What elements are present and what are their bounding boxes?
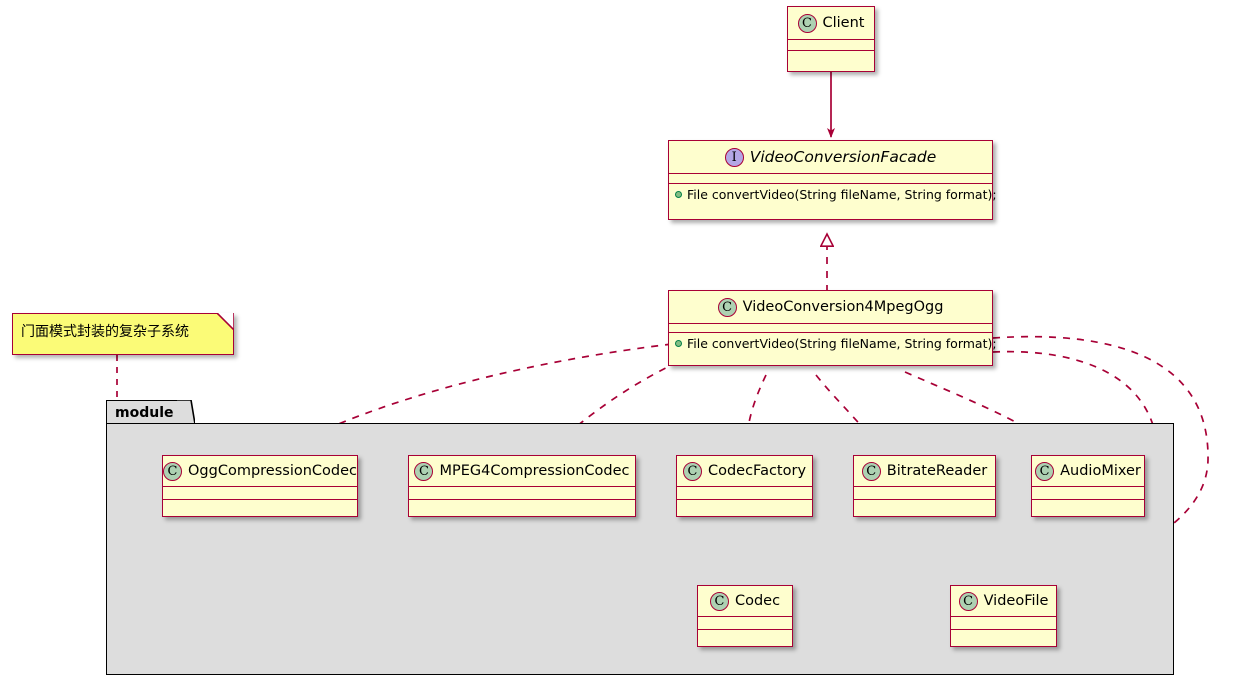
package-tab-slant (177, 400, 195, 424)
attributes-compartment (788, 40, 874, 50)
class-node-header: C OggCompressionCodec (163, 456, 357, 486)
compartment-divider (163, 499, 357, 500)
operations-compartment (951, 630, 1056, 642)
class-node-videoconversion4mpegogg[interactable]: C VideoConversion4MpegOgg File convertVi… (668, 290, 997, 366)
operations-compartment: File convertVideo(String fileName, Strin… (669, 333, 997, 355)
compartment-divider (677, 499, 812, 500)
operations-compartment: File convertVideo(String fileName, Strin… (669, 184, 997, 206)
package-label: module (115, 404, 174, 421)
class-node-videofile[interactable]: C VideoFile (950, 585, 1057, 647)
operation-row: File convertVideo(String fileName, Strin… (675, 187, 997, 202)
class-node-header: C Client (788, 7, 874, 39)
public-visibility-icon (675, 340, 682, 347)
attributes-compartment (163, 487, 357, 499)
class-node-bitratereader[interactable]: C BitrateReader (853, 455, 996, 517)
class-icon: C (414, 461, 434, 481)
attributes-compartment (677, 487, 812, 499)
class-name: Client (822, 15, 865, 31)
public-visibility-icon (675, 191, 682, 198)
class-icon: C (682, 461, 702, 481)
class-node-header: C MPEG4CompressionCodec (409, 456, 635, 486)
attributes-compartment (409, 487, 635, 499)
class-icon: C (861, 461, 881, 481)
package-tab: module (106, 400, 178, 424)
attributes-compartment (669, 324, 992, 332)
class-icon: C (163, 461, 182, 481)
class-name: Codec (734, 593, 781, 609)
operation-row: File convertVideo(String fileName, Strin… (675, 336, 997, 351)
operations-compartment (698, 630, 792, 642)
class-node-mpeg4compressioncodec[interactable]: C MPEG4CompressionCodec (408, 455, 636, 517)
compartment-divider (409, 499, 635, 500)
class-node-audiomixer[interactable]: C AudioMixer (1031, 455, 1145, 517)
operations-compartment (409, 500, 635, 512)
attributes-compartment (854, 487, 995, 499)
compartment-divider (788, 39, 874, 40)
operations-compartment (1032, 500, 1144, 512)
class-name: BitrateReader (886, 463, 988, 479)
interface-icon: I (724, 147, 744, 167)
class-node-client[interactable]: C Client (787, 6, 875, 72)
compartment-divider (698, 629, 792, 630)
interface-node-videoconversionfacade[interactable]: I VideoConversionFacade File convertVide… (668, 140, 997, 220)
interface-node-header: I VideoConversionFacade (669, 141, 992, 173)
class-name: VideoFile (983, 593, 1049, 609)
attributes-compartment (951, 617, 1056, 629)
class-node-oggcompressioncodec[interactable]: C OggCompressionCodec (162, 455, 358, 517)
class-name: CodecFactory (707, 463, 807, 479)
class-node-header: C VideoConversion4MpegOgg (669, 291, 992, 323)
compartment-divider (669, 323, 992, 324)
class-icon: C (958, 591, 978, 611)
compartment-divider (677, 486, 812, 487)
compartment-divider (669, 183, 992, 184)
note-fold-icon (217, 313, 234, 330)
note-subsystem: 门面模式封装的复杂子系统 (12, 313, 234, 355)
attributes-compartment (669, 174, 992, 183)
class-icon: C (717, 297, 737, 317)
class-node-header: C Codec (698, 586, 792, 616)
operation-signature: File convertVideo(String fileName, Strin… (687, 336, 997, 351)
operations-compartment (677, 500, 812, 512)
operations-compartment (854, 500, 995, 512)
class-name: VideoConversion4MpegOgg (742, 299, 944, 315)
interface-name: VideoConversionFacade (749, 148, 937, 166)
class-node-codecfactory[interactable]: C CodecFactory (676, 455, 813, 517)
class-node-header: C BitrateReader (854, 456, 995, 486)
operations-compartment (788, 51, 874, 61)
compartment-divider (669, 173, 992, 174)
compartment-divider (951, 616, 1056, 617)
compartment-divider (669, 332, 992, 333)
operations-compartment (163, 500, 357, 512)
operation-signature: File convertVideo(String fileName, Strin… (687, 187, 997, 202)
class-node-header: C VideoFile (951, 586, 1056, 616)
compartment-divider (163, 486, 357, 487)
class-name: OggCompressionCodec (188, 463, 358, 479)
compartment-divider (788, 50, 874, 51)
class-icon: C (709, 591, 729, 611)
attributes-compartment (1032, 487, 1144, 499)
compartment-divider (698, 616, 792, 617)
attributes-compartment (698, 617, 792, 629)
class-node-codec[interactable]: C Codec (697, 585, 793, 647)
compartment-divider (409, 486, 635, 487)
note-text: 门面模式封装的复杂子系统 (21, 324, 189, 340)
compartment-divider (951, 629, 1056, 630)
class-name: MPEG4CompressionCodec (439, 463, 630, 479)
class-icon: C (1035, 461, 1055, 481)
class-node-header: C CodecFactory (677, 456, 812, 486)
class-node-header: C AudioMixer (1032, 456, 1144, 486)
class-icon: C (797, 13, 817, 33)
class-name: AudioMixer (1060, 463, 1141, 479)
